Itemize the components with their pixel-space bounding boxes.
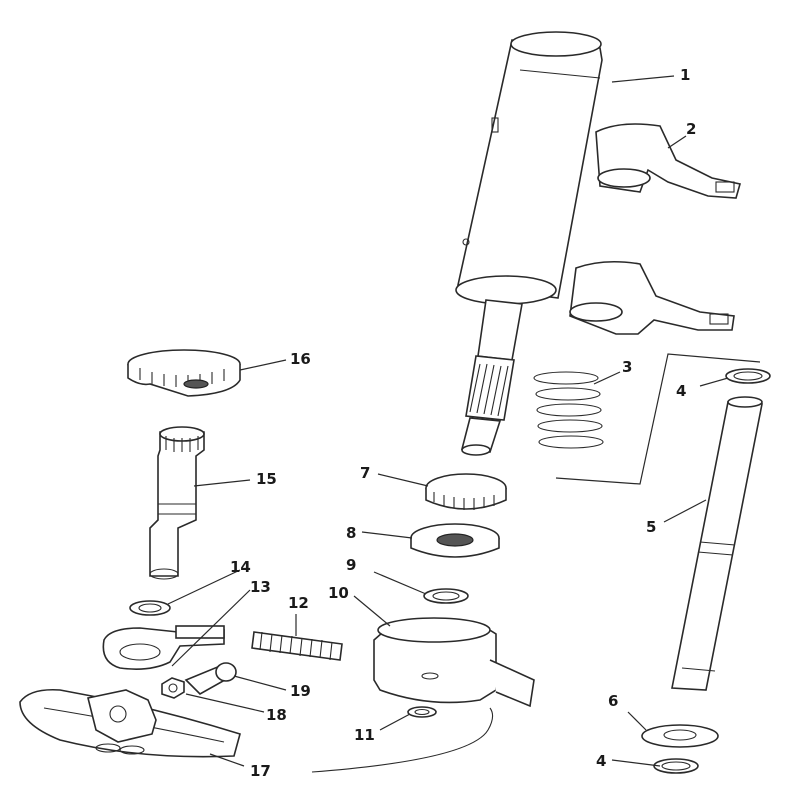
callout-13: 13 [250,578,271,596]
callout-1: 1 [680,66,690,84]
part-19-roller [184,662,237,695]
part-9-ring [423,588,469,604]
callout-9: 9 [346,556,356,574]
callout-19: 19 [290,682,311,700]
part-8-bearing [410,523,500,558]
part-10-housing [373,617,535,708]
part-5-rod [671,396,763,691]
part-17-base-plate [19,688,241,758]
callout-5: 5 [646,518,656,536]
part-18-nut [161,677,185,699]
part-16-large-gear [127,349,241,397]
part-13-lever [102,625,225,670]
callout-7: 7 [360,464,370,482]
callout-14: 14 [230,558,251,576]
callout-12: 12 [288,594,309,612]
part-12-spring [251,631,343,661]
part-15-gear-shaft [149,426,205,580]
part-4-circlip-upper [725,368,771,384]
callout-18: 18 [266,706,287,724]
callout-2: 2 [686,120,696,138]
part-14-washer [129,600,171,616]
callout-8: 8 [346,524,356,542]
callout-4-upper: 4 [676,382,686,400]
leader-lines [167,75,729,767]
wire [311,707,494,773]
callout-6: 6 [608,692,618,710]
callout-17: 17 [250,762,271,780]
callout-4-lower: 4 [596,752,606,770]
part-4-circlip-lower [653,758,699,774]
part-7-gear [425,473,507,510]
callout-11: 11 [354,726,375,744]
part-1-cylinder-shaft [455,31,603,456]
callout-10: 10 [328,584,349,602]
part-3-coil-spring [533,353,761,485]
callout-15: 15 [256,470,277,488]
callout-3: 3 [622,358,632,376]
part-11-small-ring [407,706,437,718]
part-2-fork-arms [569,123,742,335]
part-6-washer [641,724,719,748]
callout-16: 16 [290,350,311,368]
